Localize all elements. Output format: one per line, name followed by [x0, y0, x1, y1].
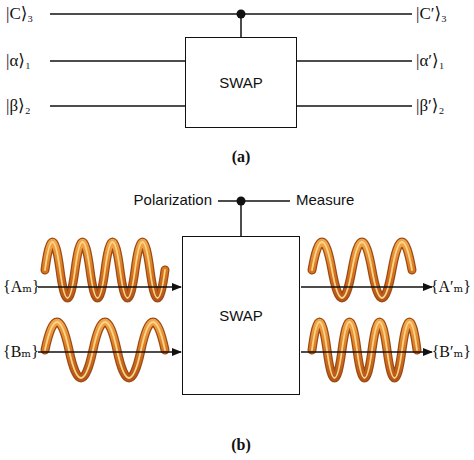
- panel-label: (a): [232, 148, 251, 166]
- state-label: |β⟩₂: [6, 97, 31, 116]
- step-label: Measure: [296, 192, 354, 209]
- control-dot: [237, 10, 246, 19]
- swap-gate: SWAP: [182, 236, 300, 395]
- swap-gate: SWAP: [185, 37, 297, 128]
- state-label: {A′ₘ}: [431, 278, 471, 296]
- state-label: {Bₘ}: [3, 343, 39, 361]
- control-dot: [237, 197, 246, 206]
- state-label: |C′⟩₃: [416, 5, 447, 24]
- state-label: |C⟩₃: [6, 5, 33, 24]
- state-label: |β′⟩₂: [416, 97, 444, 116]
- state-label: |α′⟩₁: [416, 52, 445, 71]
- state-label: {B′ₘ}: [432, 343, 471, 361]
- panel-label: (b): [231, 436, 251, 454]
- control-wire: [218, 201, 290, 236]
- step-label: Polarization: [134, 192, 212, 209]
- state-label: |α⟩₁: [6, 52, 31, 71]
- gate-label: SWAP: [219, 74, 263, 91]
- state-label: {Aₘ}: [3, 278, 40, 296]
- gate-label: SWAP: [219, 307, 263, 324]
